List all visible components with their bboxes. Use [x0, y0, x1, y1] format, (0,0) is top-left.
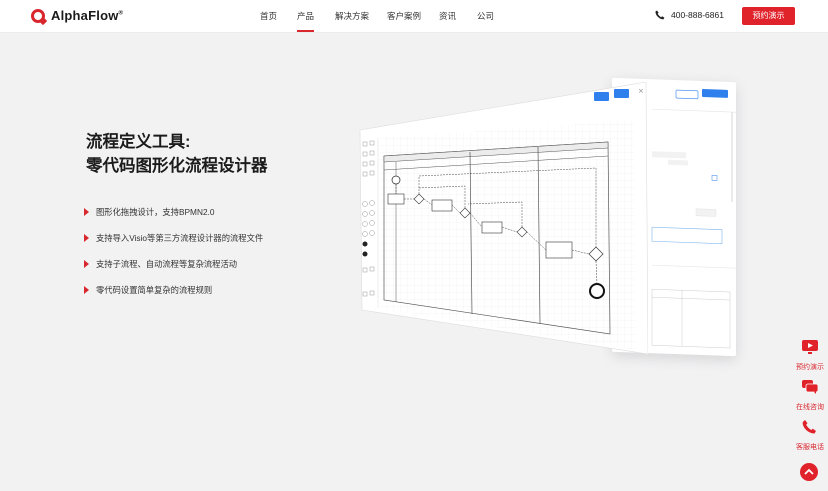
- float-hotline[interactable]: 客服电话: [792, 420, 828, 452]
- nav-item-news[interactable]: 资讯: [439, 11, 457, 21]
- nav-item-products[interactable]: 产品: [297, 0, 315, 33]
- brand-logo-icon: [31, 8, 45, 23]
- float-book-demo[interactable]: 预约演示: [792, 340, 828, 372]
- hero-title-line2: 零代码图形化流程设计器: [86, 157, 268, 175]
- nav-item-home[interactable]: 首页: [260, 11, 278, 21]
- nav-item-cases[interactable]: 客户案例: [387, 11, 422, 21]
- play-icon: [802, 340, 818, 354]
- brand-name: AlphaFlow®: [51, 8, 124, 23]
- nav-item-solutions[interactable]: 解决方案: [335, 11, 370, 21]
- flow-designer-graphic: ×: [359, 82, 648, 354]
- hotline: 400-888-6861: [655, 10, 724, 20]
- bullet-arrow-icon: [84, 260, 89, 268]
- form-panel-graphic: [651, 89, 736, 349]
- hotline-number: 400-888-6861: [671, 10, 724, 20]
- back-to-top-button[interactable]: [800, 463, 818, 481]
- top-header: AlphaFlow® 首页 产品 解决方案 客户案例 资讯 公司 400-888…: [0, 0, 828, 33]
- svg-text:×: ×: [638, 87, 644, 95]
- book-demo-button[interactable]: 预约演示: [742, 7, 795, 25]
- flow-designer-screenshot: ×: [358, 82, 648, 354]
- brand-logo[interactable]: AlphaFlow®: [31, 8, 123, 23]
- float-online-chat-label: 在线咨询: [796, 404, 824, 411]
- feature-item: 图形化拖拽设计，支持BPMN2.0: [84, 206, 214, 218]
- form-panel-screenshot: [612, 77, 736, 357]
- chevron-up-icon: [804, 468, 814, 475]
- bullet-arrow-icon: [84, 234, 89, 242]
- bullet-arrow-icon: [84, 286, 89, 294]
- phone-icon: [655, 10, 665, 20]
- bullet-arrow-icon: [84, 208, 89, 216]
- hero-title: 流程定义工具: 零代码图形化流程设计器: [86, 130, 268, 178]
- float-book-demo-label: 预约演示: [796, 364, 824, 371]
- feature-item: 支持导入Visio等第三方流程设计器的流程文件: [84, 232, 263, 244]
- hero-title-line1: 流程定义工具:: [86, 133, 191, 151]
- feature-item: 零代码设置简单复杂的流程规则: [84, 284, 212, 296]
- nav-item-company[interactable]: 公司: [477, 11, 495, 21]
- chat-icon: [802, 380, 819, 394]
- phone-icon: [802, 420, 816, 434]
- feature-item: 支持子流程、自动流程等复杂流程活动: [84, 258, 237, 270]
- float-online-chat[interactable]: 在线咨询: [792, 380, 828, 412]
- float-hotline-label: 客服电话: [796, 444, 824, 451]
